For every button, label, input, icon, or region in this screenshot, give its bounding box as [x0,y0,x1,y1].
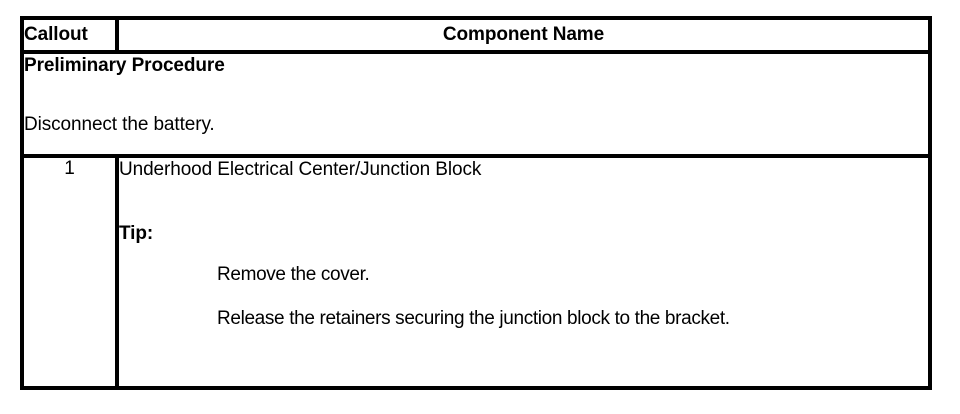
preliminary-procedure-cell: Preliminary Procedure Disconnect the bat… [20,50,932,158]
preliminary-procedure-text: Disconnect the battery. [24,114,215,135]
component-name-text: Underhood Electrical Center/Junction Blo… [119,159,482,180]
preliminary-procedure-row: Preliminary Procedure Disconnect the bat… [20,50,932,158]
procedure-table: Callout Component Name Preliminary Proce… [20,16,932,390]
table-header: Callout Component Name [20,16,932,54]
preliminary-procedure-title: Preliminary Procedure [24,55,225,76]
header-cell-callout: Callout [20,16,119,54]
table-body: Preliminary Procedure Disconnect the bat… [20,50,932,390]
table-row: 1 Underhood Electrical Center/Junction B… [20,154,932,390]
tip-label: Tip: [119,223,154,244]
callout-number-cell: 1 [20,154,119,390]
spacer [24,78,928,114]
tip-list: Remove the cover. Release the retainers … [119,264,928,330]
component-detail-cell: Underhood Electrical Center/Junction Blo… [115,154,932,390]
header-cell-component-name: Component Name [115,16,932,54]
spacer [119,182,928,222]
header-row: Callout Component Name [20,16,932,54]
list-item: Release the retainers securing the junct… [217,308,730,329]
list-item: Remove the cover. [217,264,370,285]
